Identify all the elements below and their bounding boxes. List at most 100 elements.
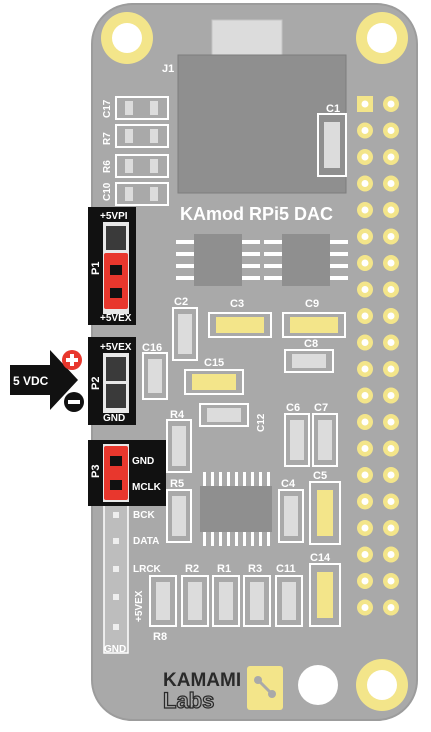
pin-label-gnd: GND [104,644,126,655]
p2-label-top: +5VEX [100,342,132,353]
jumper-p3 [88,440,166,506]
gpio-pin-hole [361,233,369,240]
label-r6: R6 [102,160,113,173]
mounting-hole-top-right [356,12,408,64]
gpio-pin-hole [361,286,369,293]
component-r2 [181,575,209,627]
p2-label-bottom: GND [103,413,125,424]
component-c9 [282,312,346,338]
ic-left [176,234,260,286]
component-c7 [312,413,338,467]
label-r2: R2 [185,563,199,575]
gpio-pin-hole [361,127,369,134]
mounting-hole-top-left [101,12,153,64]
p3-label-bottom: MCLK [132,482,162,493]
gpio-pin-hole [361,551,369,558]
gpio-pin-hole [361,418,369,426]
dac-chip [200,472,272,546]
component-c16 [142,352,168,400]
gpio-pin-hole [387,180,395,187]
component-c6 [284,413,310,467]
p3-label-top: GND [132,456,154,467]
p1-label-bottom: +5VEX [100,313,132,324]
label-c12: C12 [256,413,267,432]
gpio-pin-hole [387,312,395,320]
gpio-pin-hole [387,604,395,611]
label-r4: R4 [170,409,185,421]
component-c5 [309,481,341,545]
label-r8: R8 [153,631,167,643]
logo-text-labs: Labs [163,688,214,713]
label-c1: C1 [326,103,340,115]
gpio-pin-hole [387,127,395,134]
component-c3 [208,312,272,338]
label-c8: C8 [304,338,318,350]
component-c11 [275,575,303,627]
cutout-hole [298,665,338,705]
component-c12 [199,403,249,427]
pin-label-lrck: LRCK [133,564,162,575]
label-c17: C17 [102,99,113,118]
gpio-pin-hole [387,365,395,373]
gpio-pin-hole [387,551,395,558]
gpio-pin-hole [387,418,395,426]
power-voltage-label: 5 VDC [13,374,49,388]
gpio-pin-hole [387,206,395,214]
gpio-pin-hole [361,153,369,161]
gpio-pin-hole [361,577,369,585]
gpio-pin-hole [361,498,369,505]
gpio-pin-hole [387,259,395,267]
gpio-pin-hole [361,392,369,399]
label-r1: R1 [217,563,231,575]
p1-label-top: +5VPI [100,211,128,222]
gpio-pin-hole [361,312,369,320]
component-r1 [212,575,240,627]
label-c15: C15 [204,357,224,369]
label-c5: C5 [313,470,327,482]
label-c10: C10 [102,182,113,201]
label-c7: C7 [314,402,328,414]
label-c14: C14 [310,552,331,564]
gpio-pin-hole [361,206,369,214]
label-c2: C2 [174,296,188,308]
gpio-pin-hole [387,286,395,293]
label-r3: R3 [248,563,262,575]
component-c8 [284,349,334,373]
gpio-pin-hole [387,100,395,108]
p1-name: P1 [90,262,102,275]
label-r5: R5 [170,478,184,490]
component-r4 [166,419,192,473]
component-r3 [243,575,271,627]
label-c16: C16 [142,342,162,354]
audio-signal-header [103,504,129,654]
power-input-indicator [10,350,84,412]
gpio-pin-hole [387,153,395,161]
label-c9: C9 [305,298,319,310]
label-c4: C4 [281,478,296,490]
gpio-pin-hole [387,233,395,240]
component-r8 [149,575,177,627]
component-column-top-left [115,96,169,206]
component-c1 [317,113,347,177]
gpio-pin-hole [361,365,369,373]
label-c11: C11 [276,563,296,575]
gpio-pin-hole [361,339,369,346]
arrow-right-icon [10,350,78,410]
logo-text-kamami: KAMAMI [163,670,241,691]
label-c3: C3 [230,298,244,310]
component-c2 [172,307,198,361]
gpio-header [357,96,399,616]
jumper-p2 [88,337,136,425]
gpio-pin-hole [361,180,369,187]
gpio-pin-hole [387,471,395,479]
gpio-pin-hole [387,577,395,585]
jumper-p1 [88,207,136,325]
gpio-pin-hole [387,392,395,399]
board-title: KAmod RPi5 DAC [180,204,333,224]
component-r5 [166,489,192,543]
component-c4 [278,489,304,543]
p3-name: P3 [90,465,102,478]
label-c6: C6 [286,402,300,414]
mounting-hole-bottom-right [356,659,408,711]
